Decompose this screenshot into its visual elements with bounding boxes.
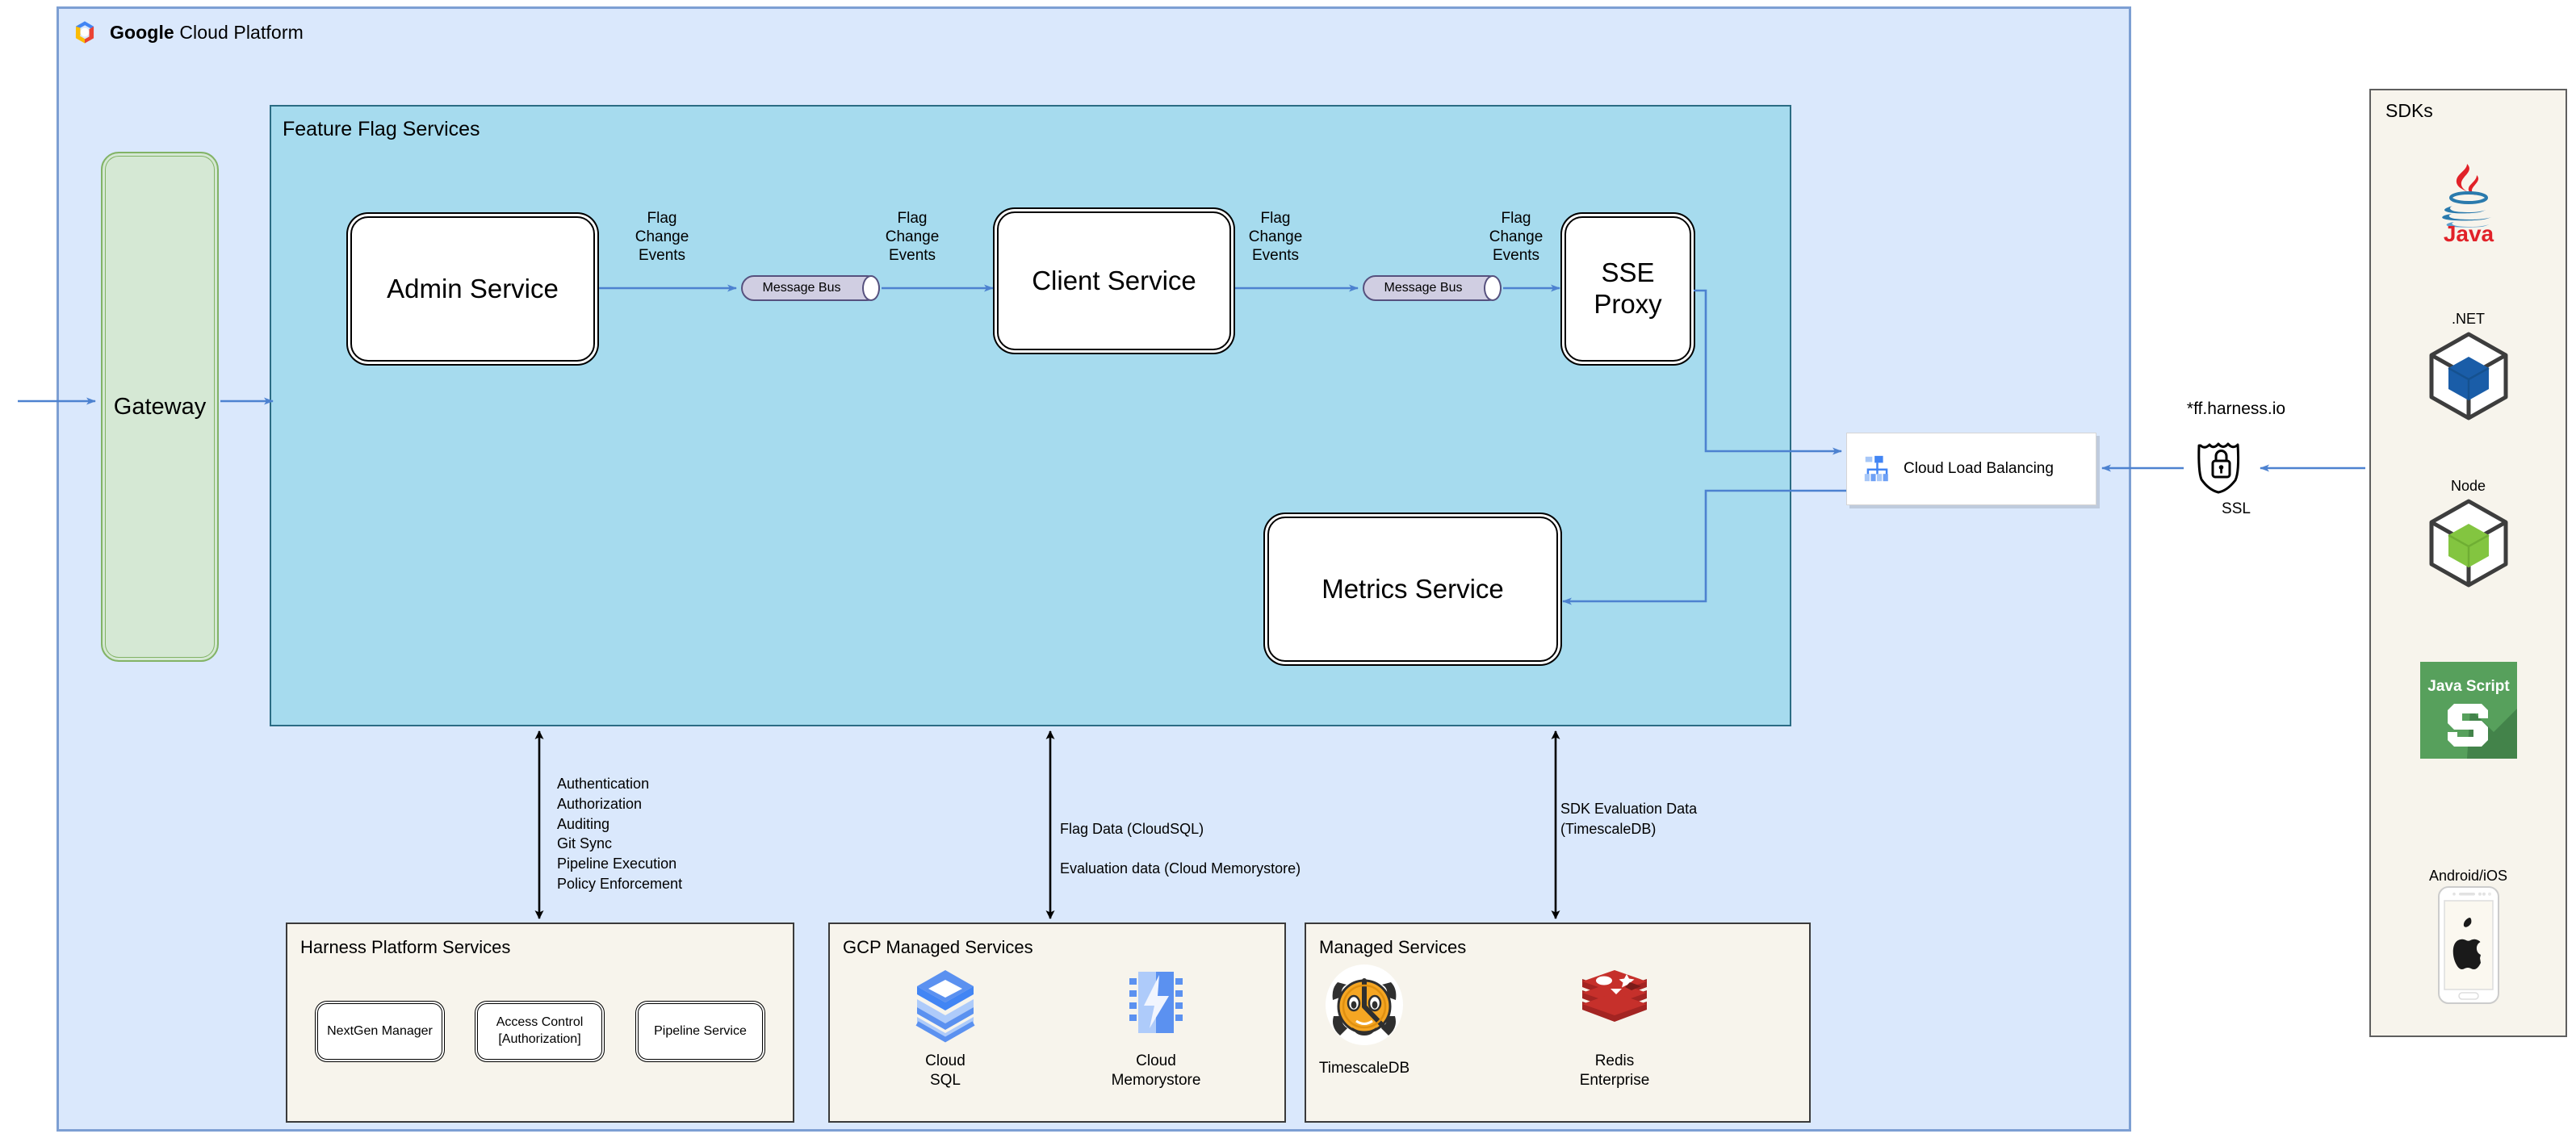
note-gcp-data: Flag Data (CloudSQL) Evaluation data (Cl… xyxy=(1060,799,1301,898)
note-gcp-line1: Flag Data (CloudSQL) xyxy=(1060,820,1204,837)
gcp-hexagon-logo-icon xyxy=(75,21,94,44)
admin-service-label: Admin Service xyxy=(387,273,559,303)
cloud-load-balancing-icon xyxy=(1864,455,1888,482)
javascript-tile-icon: Java Script xyxy=(2419,662,2517,759)
managed-services-panel xyxy=(1305,923,1811,1123)
node-cube-icon xyxy=(2429,499,2507,588)
sdks-title: SDKs xyxy=(2385,100,2433,121)
feature-flag-services-panel xyxy=(270,105,1791,726)
message-bus-2[interactable]: Message Bus xyxy=(1363,275,1502,301)
service-nextgen-manager[interactable]: NextGen Manager xyxy=(317,1003,442,1060)
client-service-box[interactable]: Client Service xyxy=(997,211,1231,350)
managed-services-title: Managed Services xyxy=(1319,937,1467,957)
edge-label-admin-to-bus: Flag Change Events xyxy=(635,210,689,265)
gcp-title-rest: Cloud Platform xyxy=(174,21,304,43)
mobile-phone-apple-icon xyxy=(2437,886,2499,1004)
gcp-platform-header: Google Cloud Platform xyxy=(71,18,410,47)
sdk-label-node: Node xyxy=(2450,478,2486,494)
metrics-service-box[interactable]: Metrics Service xyxy=(1267,517,1558,662)
message-bus-2-cap-icon xyxy=(1484,275,1502,301)
ssl-shield-lock-icon xyxy=(2197,442,2240,494)
cloud-memorystore-icon xyxy=(1129,972,1183,1033)
db-label-cloud-memorystore: Cloud Memorystore xyxy=(1111,1052,1201,1089)
gcp-platform-title: Google Cloud Platform xyxy=(110,22,304,44)
db-label-redis: Redis Enterprise xyxy=(1579,1052,1650,1089)
ingress-domain-label: *ff.harness.io xyxy=(2186,400,2286,418)
feature-flag-services-title: Feature Flag Services xyxy=(283,118,480,140)
dotnet-cube-icon xyxy=(2429,332,2507,420)
redis-logo-icon xyxy=(1582,970,1647,1022)
gcp-managed-services-title: GCP Managed Services xyxy=(843,937,1033,957)
service-access-control[interactable]: Access Control [Authorization] xyxy=(477,1003,602,1060)
message-bus-1[interactable]: Message Bus xyxy=(741,275,880,301)
db-item-cloud-sql[interactable]: Cloud SQL xyxy=(877,967,1014,1090)
java-logo-icon: Java xyxy=(2441,164,2494,246)
gcp-title-brand: Google xyxy=(110,21,174,43)
service-pipeline-service[interactable]: Pipeline Service xyxy=(638,1003,763,1060)
gcp-managed-services-panel xyxy=(828,923,1286,1123)
svg-text:Java: Java xyxy=(2443,221,2494,246)
edge-label-client-to-bus: Flag Change Events xyxy=(1248,210,1303,265)
gateway-label: Gateway xyxy=(113,393,207,420)
note-platform-capabilities: Authentication Authorization Auditing Gi… xyxy=(557,776,683,893)
cloud-load-balancing-label: Cloud Load Balancing xyxy=(1904,460,2054,477)
sdk-label-dotnet: .NET xyxy=(2451,311,2485,327)
gateway-box[interactable]: Gateway xyxy=(101,152,219,662)
sdk-item-dotnet[interactable]: .NET xyxy=(2369,311,2567,429)
message-bus-1-label: Message Bus xyxy=(762,281,841,295)
metrics-service-label: Metrics Service xyxy=(1322,573,1504,604)
note-managed-data: SDK Evaluation Data (TimescaleDB) xyxy=(1560,801,1698,837)
sdk-item-mobile[interactable]: Android/iOS xyxy=(2369,868,2567,1010)
ssl-label: SSL xyxy=(2222,500,2251,517)
message-bus-1-cap-icon xyxy=(862,275,880,301)
cloud-load-balancing-box[interactable]: Cloud Load Balancing xyxy=(1846,433,2096,505)
db-item-timescaledb[interactable]: TimescaleDB xyxy=(1296,964,1433,1078)
harness-platform-services-title: Harness Platform Services xyxy=(300,937,511,957)
sdk-label-mobile: Android/iOS xyxy=(2428,868,2508,884)
db-item-redis[interactable]: Redis Enterprise xyxy=(1546,967,1683,1090)
sse-proxy-box[interactable]: SSE Proxy xyxy=(1564,216,1691,362)
db-label-timescaledb: TimescaleDB xyxy=(1318,1060,1410,1077)
cloud-sql-icon xyxy=(915,970,975,1043)
db-item-cloud-memorystore[interactable]: Cloud Memorystore xyxy=(1087,967,1225,1090)
edge-label-bus-to-sse: Flag Change Events xyxy=(1489,210,1544,265)
edge-label-bus-to-client: Flag Change Events xyxy=(885,210,940,265)
sse-proxy-label: SSE Proxy xyxy=(1594,257,1662,319)
sdk-item-node[interactable]: Node xyxy=(2369,478,2567,596)
sdk-item-java[interactable]: Java xyxy=(2369,157,2567,250)
note-gcp-line2: Evaluation data (Cloud Memorystore) xyxy=(1060,860,1301,877)
timescaledb-tiger-icon xyxy=(1326,964,1403,1045)
client-service-label: Client Service xyxy=(1032,265,1196,295)
db-label-cloud-sql: Cloud SQL xyxy=(925,1052,965,1089)
admin-service-box[interactable]: Admin Service xyxy=(350,216,595,362)
sdk-item-javascript[interactable]: Java Script xyxy=(2369,662,2567,763)
message-bus-2-label: Message Bus xyxy=(1384,281,1463,295)
svg-text:Java Script: Java Script xyxy=(2427,678,2510,695)
